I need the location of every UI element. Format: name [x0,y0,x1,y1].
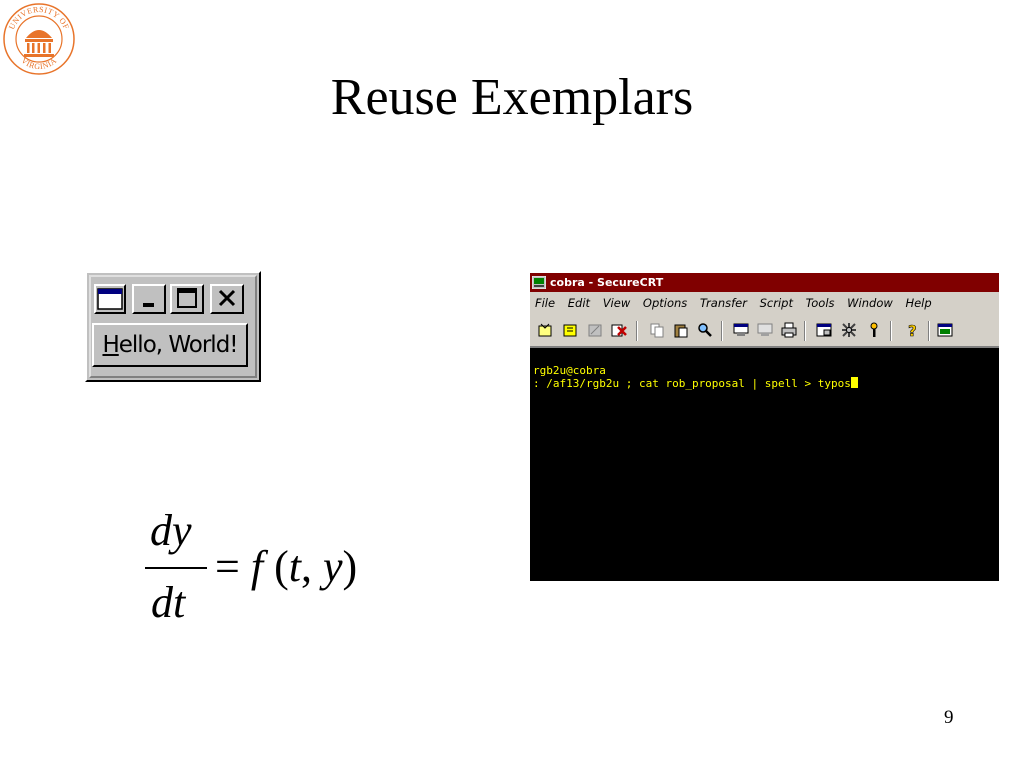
quick-connect-icon[interactable] [562,322,578,338]
toolbar-separator [721,321,723,341]
print-icon[interactable] [781,322,797,338]
menu-file[interactable]: File [535,296,556,310]
maximize-icon [177,288,197,308]
paste-icon[interactable] [673,322,689,338]
menu-edit[interactable]: Edit [567,296,591,310]
menu-tools[interactable]: Tools [805,296,835,310]
maximize-button[interactable] [170,284,204,314]
university-seal-logo: UNIVERSITY OF VIRGINIA [3,3,75,75]
terminal-line-prompt-host: rgb2u@cobra [533,364,606,377]
function-f: f [250,542,264,591]
page-number: 9 [944,707,954,728]
securecrt-toolbar: ? [530,315,999,348]
svg-text:VIRGINIA: VIRGINIA [19,56,58,71]
equals-sign: = [215,542,240,591]
hello-world-window-frame [89,275,257,378]
equation-denominator: dt [151,578,186,627]
window-menu-button[interactable] [94,284,126,314]
close-button[interactable] [210,284,244,314]
key-icon[interactable] [866,322,882,338]
toolbar-separator [890,321,892,341]
securecrt-window: cobra - SecureCRT File Edit View Options… [530,273,999,581]
menu-view[interactable]: View [602,296,631,310]
fraction-bar [145,567,207,569]
equation-right-side: = f (t, y) [215,541,357,592]
securecrt-title-bar[interactable]: cobra - SecureCRT [530,273,999,292]
terminal-output[interactable]: rgb2u@cobra : /af13/rgb2u ; cat rob_prop… [530,350,999,581]
close-icon [218,289,236,307]
toolbar-separator [636,321,638,341]
disconnect-icon[interactable] [611,322,627,338]
menu-options[interactable]: Options [642,296,688,310]
variable-t: t [288,542,301,591]
differential-equation: dy dt = f (t, y) [143,505,403,635]
window-icon [97,288,123,310]
help-icon[interactable]: ? [905,322,921,338]
securecrt-title: cobra - SecureCRT [550,276,664,289]
hello-world-button[interactable]: Hello, World! [92,323,248,367]
print-screen-icon[interactable] [757,322,773,338]
hello-world-window: Hello, World! [85,271,261,382]
securecrt-menu-bar: File Edit View Options Transfer Script T… [530,292,999,315]
variable-y: y [322,542,343,591]
reconnect-icon[interactable] [587,322,603,338]
copy-icon[interactable] [649,322,665,338]
keymap-icon[interactable] [937,322,953,338]
menu-help[interactable]: Help [905,296,932,310]
session-options-icon[interactable] [816,322,832,338]
minimize-icon [143,303,154,307]
hello-button-label: ello, World! [118,332,239,358]
toolbar-separator [804,321,806,341]
global-options-icon[interactable] [841,322,857,338]
svg-text:?: ? [908,322,917,338]
securecrt-app-icon [532,276,546,289]
close-paren: ) [342,542,358,591]
menu-script[interactable]: Script [759,296,793,310]
open-paren: ( [263,542,289,591]
slide-title: Reuse Exemplars [330,69,694,126]
comma: , [300,542,323,591]
find-icon[interactable] [697,322,713,338]
svg-text:UNIVERSITY OF: UNIVERSITY OF [7,5,71,31]
terminal-cursor [850,377,858,388]
rotunda-icon [24,30,54,57]
connect-icon[interactable] [537,322,553,338]
terminal-line-command: : /af13/rgb2u ; cat rob_proposal | spell… [533,377,851,390]
toolbar-separator [928,321,930,341]
minimize-button[interactable] [132,284,166,314]
logo-ring-text-bottom: VIRGINIA [19,56,58,71]
print-setup-icon[interactable] [733,322,749,338]
menu-transfer[interactable]: Transfer [699,296,747,310]
logo-ring-text-top: UNIVERSITY OF [7,5,70,31]
hello-button-accelerator: H [102,332,119,358]
menu-window[interactable]: Window [847,296,893,310]
equation-numerator: dy [150,506,192,555]
